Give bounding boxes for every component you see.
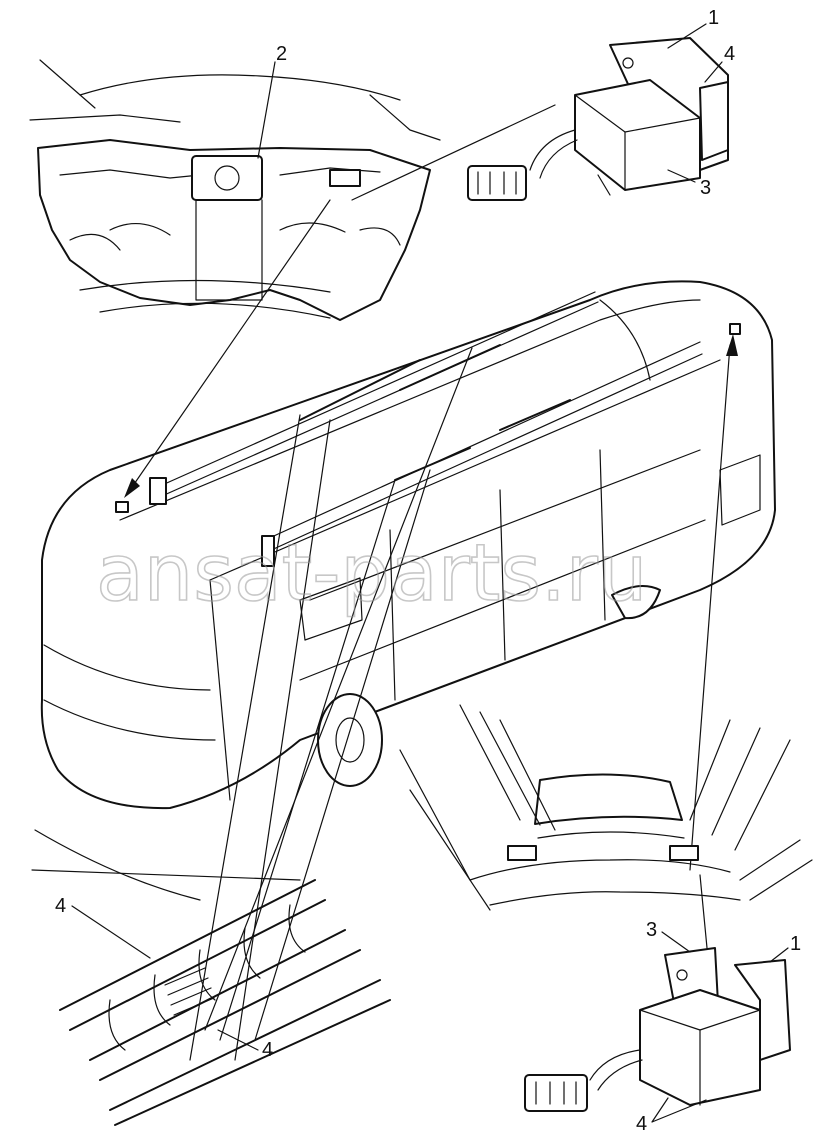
bus-rear-wheel	[611, 585, 661, 620]
rear-mount-right	[669, 845, 699, 861]
arrow-head-front-icon	[124, 478, 140, 498]
callout-bottom-box-4: 4	[636, 1113, 647, 1135]
rail-end-bracket-middle	[261, 535, 275, 567]
box-assembly-bottom	[524, 947, 791, 1112]
callout-leaders	[71, 23, 789, 1123]
rail-end-bracket-front	[149, 477, 167, 505]
callout-top-box-3: 3	[700, 177, 711, 199]
sensor-marker-rear	[729, 323, 741, 335]
duct-tube-detail	[31, 829, 391, 1126]
box-assembly-top	[467, 37, 729, 201]
box-top-connector-plug	[467, 165, 527, 201]
bus-body	[40, 280, 776, 810]
rear-mount-left	[507, 845, 537, 861]
callout-tube-4-bottom: 4	[262, 1039, 273, 1061]
dashboard-interior-view	[29, 59, 441, 321]
watermark-text: ansat-parts.ru	[96, 529, 647, 619]
callout-bottom-box-1: 1	[790, 933, 801, 955]
callout-bottom-box-3: 3	[646, 919, 657, 941]
dashboard-sensor-mount	[329, 169, 361, 187]
callout-top-box-1: 1	[708, 7, 719, 29]
box-top-housing	[574, 79, 701, 191]
callout-top-box-4: 4	[724, 43, 735, 65]
callout-tube-4-left: 4	[55, 895, 66, 917]
arrow-head-rear-icon	[726, 334, 738, 356]
dashboard-center-panel	[191, 155, 263, 201]
rear-interior-view	[399, 704, 813, 911]
box-bottom-connector-plug	[524, 1074, 588, 1112]
callout-dashboard-2: 2	[276, 43, 287, 65]
dashboard-emblem-icon	[214, 165, 240, 191]
sensor-marker-front	[115, 501, 129, 513]
bus-front-wheel	[317, 693, 383, 787]
